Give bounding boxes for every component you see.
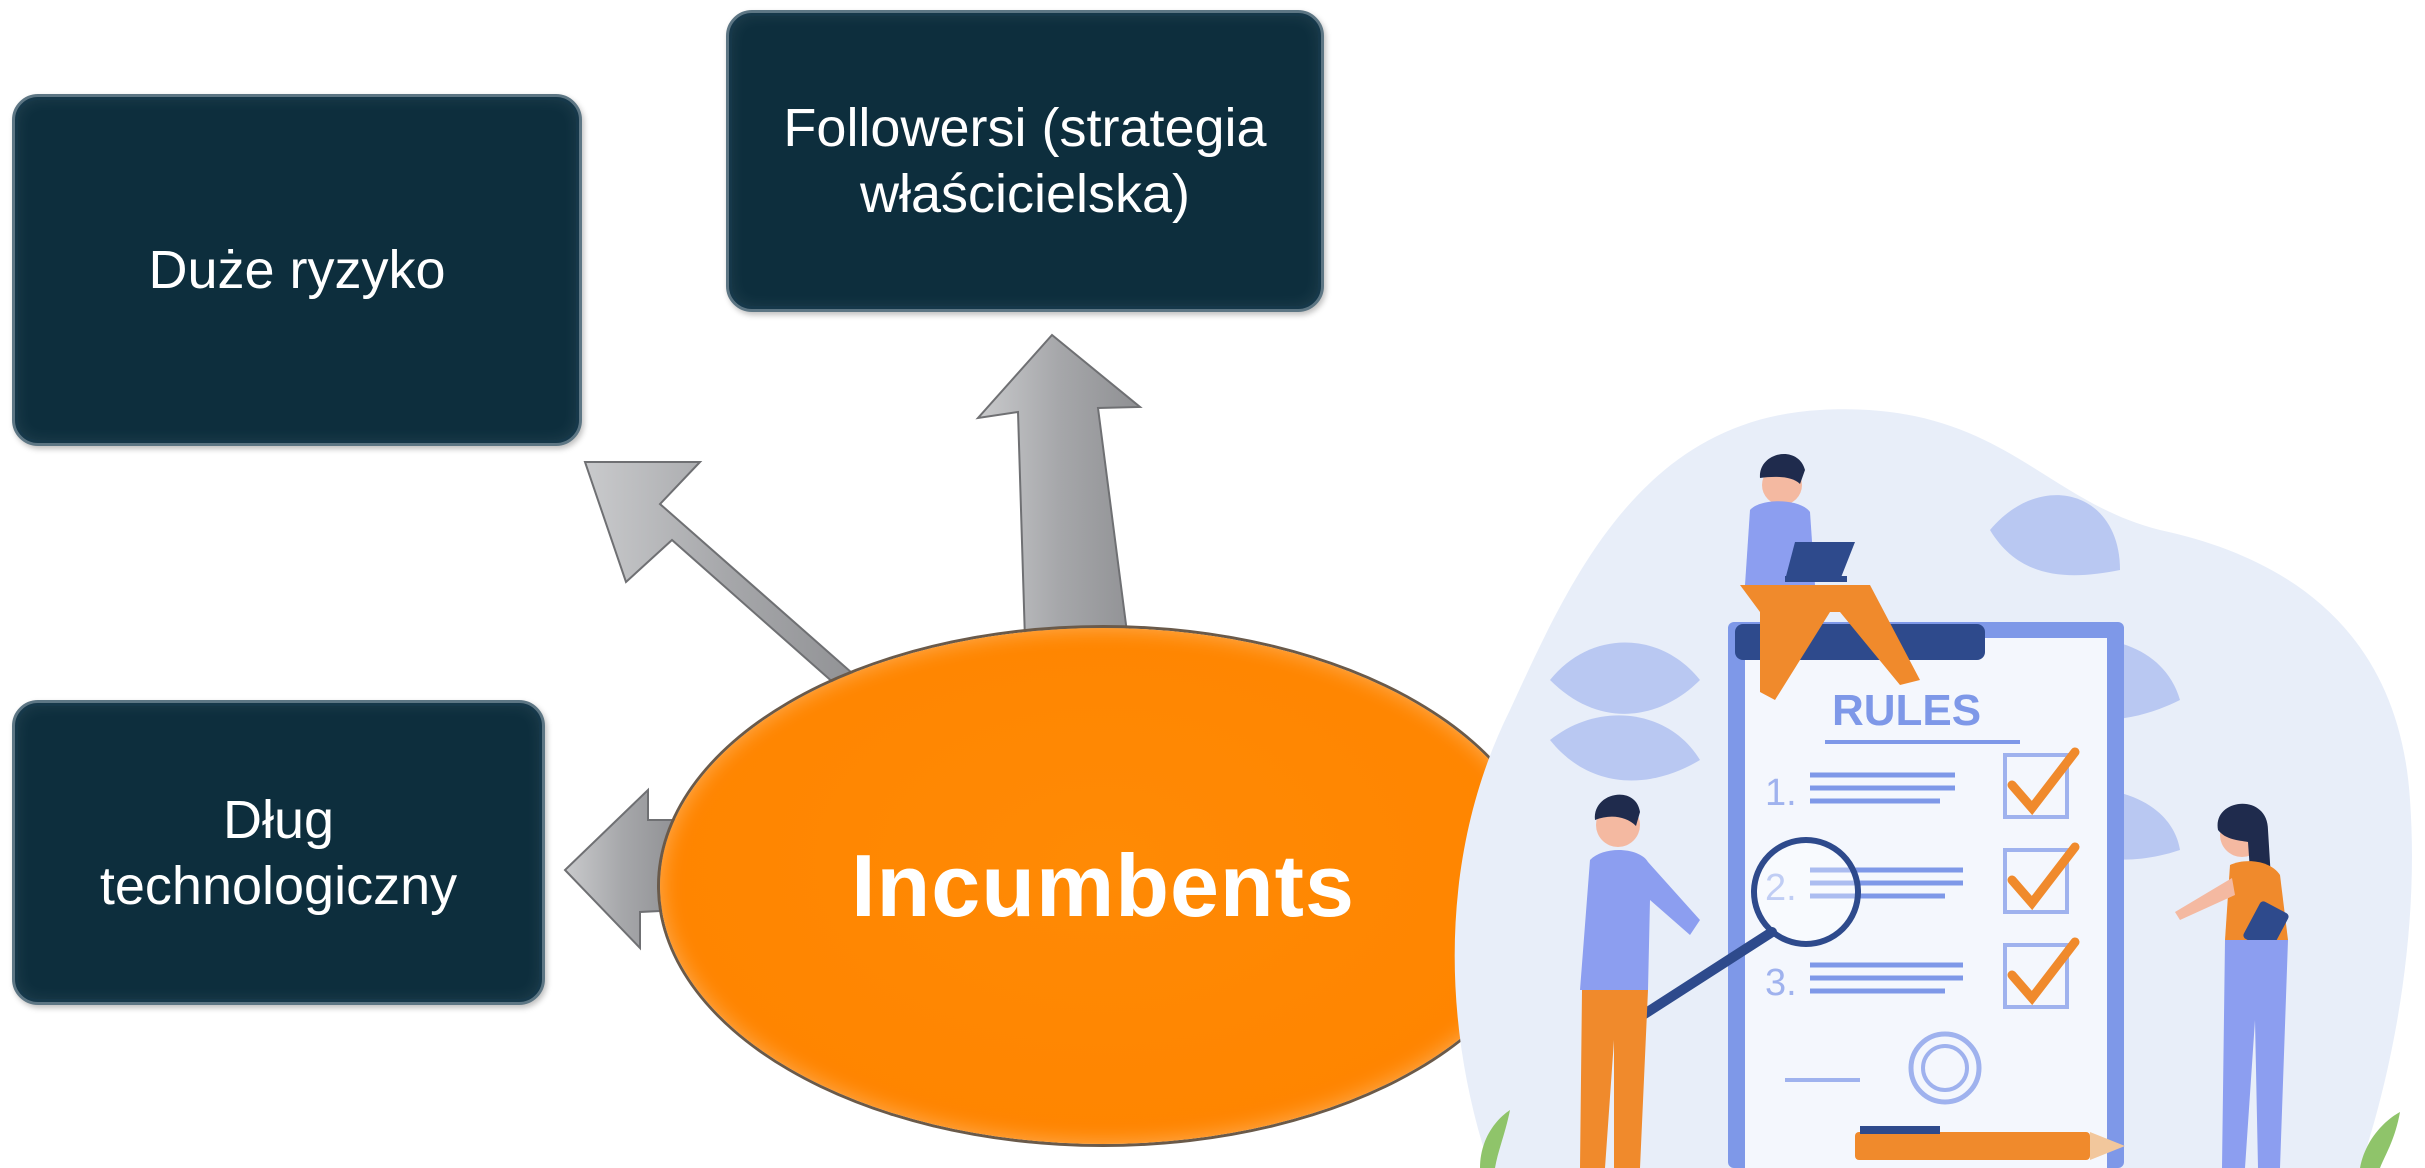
- pencil-icon: [1855, 1126, 2125, 1160]
- followers-box: Followersi (strategia właścicielska): [726, 10, 1324, 312]
- risk-box: Duże ryzyko: [12, 94, 582, 446]
- stamp-icon: [1908, 1031, 1982, 1105]
- person-standing: [2175, 803, 2289, 1168]
- tech-debt-label: Dług technologiczny: [99, 789, 458, 916]
- person-with-laptop: [1740, 454, 1920, 700]
- incumbents-label: Incumbents: [851, 836, 1355, 935]
- tech-debt-box: Dług technologiczny: [12, 700, 545, 1005]
- rule-row-2: 2.: [1765, 842, 2080, 914]
- check-icon: [2007, 842, 2080, 911]
- check-icon: [2007, 747, 2080, 816]
- rules-title: RULES: [1832, 686, 1981, 735]
- plant-right-icon: [2360, 1112, 2400, 1168]
- incumbents-ellipse: Incumbents: [660, 628, 1546, 1144]
- check-icon: [2007, 937, 2080, 1006]
- svg-text:1.: 1.: [1765, 772, 1797, 814]
- plant-left-icon: [1480, 1110, 1510, 1168]
- magnifier-icon: [1627, 837, 1861, 1027]
- arrow-to-risk: [583, 461, 872, 719]
- svg-text:3.: 3.: [1765, 962, 1797, 1004]
- rule-row-1: 1.: [1765, 747, 2080, 819]
- person-with-magnifier: [1580, 794, 1700, 1168]
- leaf-left-icon: [1550, 642, 1700, 781]
- risk-label: Duże ryzyko: [148, 240, 446, 300]
- rule-row-3: 3.: [1765, 937, 2080, 1009]
- followers-label: Followersi (strategia właścicielska): [783, 98, 1267, 224]
- svg-text:2.: 2.: [1765, 867, 1797, 909]
- arrow-to-followers: [975, 333, 1143, 641]
- rules-illustration: RULES 1. 2. 3.: [1454, 409, 2412, 1168]
